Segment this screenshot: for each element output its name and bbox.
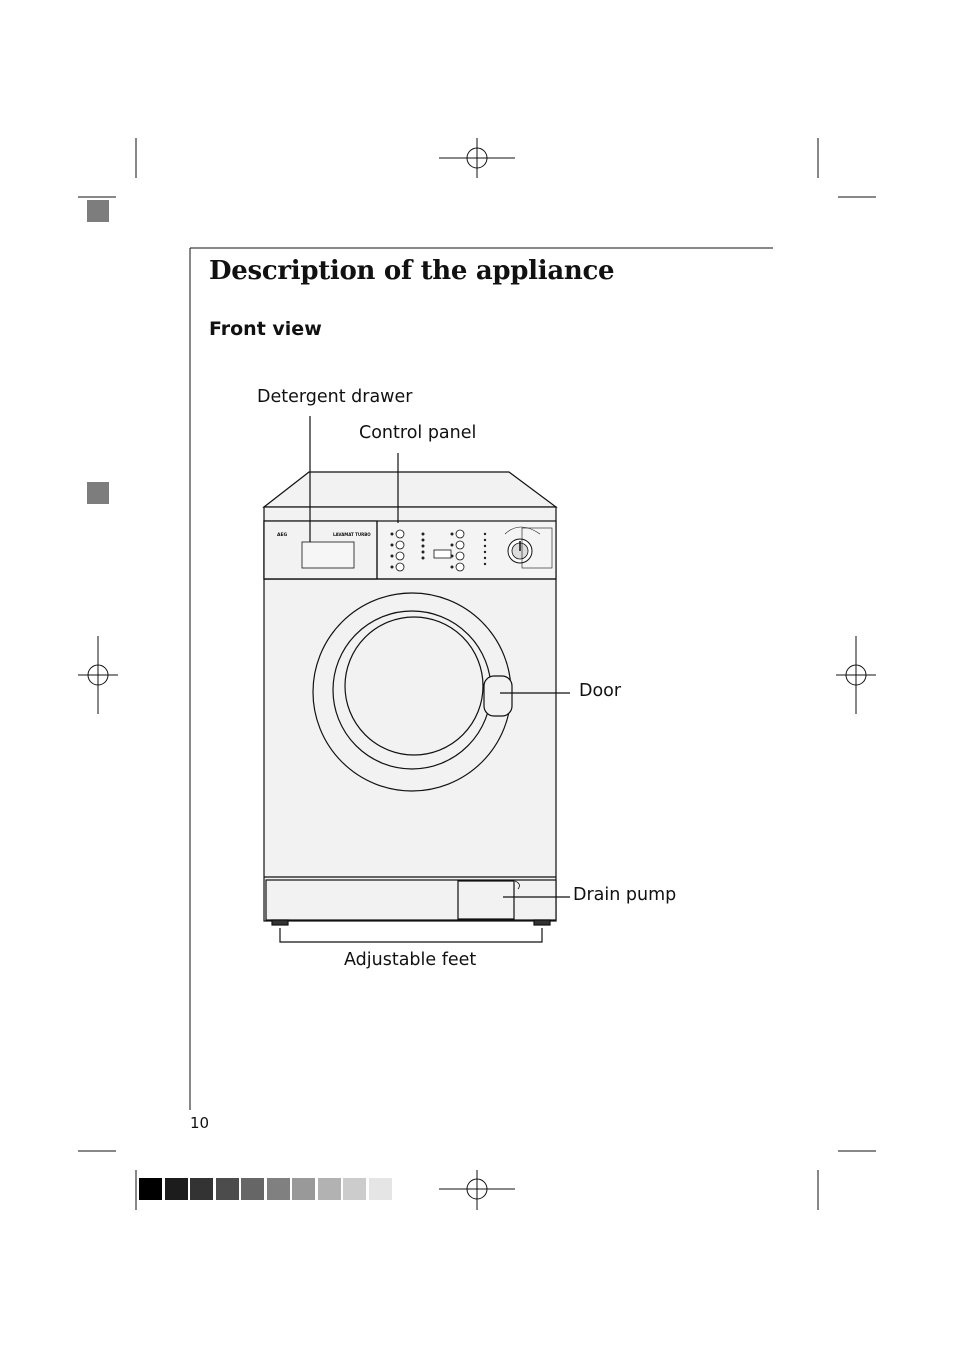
calibration-swatch <box>292 1178 315 1200</box>
detergent-drawer-label: Detergent drawer <box>257 387 413 407</box>
washing-machine-drawing <box>262 471 558 926</box>
page-title: Description of the appliance <box>209 256 615 286</box>
machine-top <box>262 471 558 508</box>
right-foot <box>533 919 551 926</box>
registration-mark-right <box>836 636 876 714</box>
page-number: 10 <box>190 1114 210 1132</box>
panel-model-text: LAVAMAT TURBO <box>333 532 371 537</box>
door-glass <box>344 616 484 756</box>
adjustable-feet-bracket <box>279 928 543 943</box>
calibration-swatch <box>317 1178 341 1200</box>
registration-mark-left <box>78 636 118 714</box>
crop-marks <box>78 138 876 1210</box>
detergent-drawer-handle <box>301 541 355 569</box>
registration-mark-bottom <box>439 1170 515 1210</box>
left-foot <box>271 919 289 926</box>
control-panel-label: Control panel <box>359 423 477 443</box>
door-label: Door <box>579 681 622 701</box>
drain-pump-cover <box>457 880 515 920</box>
calibration-swatch <box>266 1178 290 1200</box>
calibration-swatch <box>215 1178 239 1200</box>
registration-mark-top <box>439 138 515 178</box>
drain-pump-label: Drain pump <box>573 885 677 905</box>
calibration-swatch <box>164 1178 188 1200</box>
calibration-swatch <box>190 1178 213 1200</box>
calibration-swatch <box>368 1178 392 1200</box>
calibration-swatch <box>241 1178 264 1200</box>
door-handle <box>483 675 513 717</box>
side-tab-upper <box>87 200 109 222</box>
calibration-swatch <box>139 1178 162 1200</box>
panel-brand-text: AEG <box>277 532 288 538</box>
calibration-swatch <box>343 1178 366 1200</box>
side-tab-lower <box>87 482 109 504</box>
section-title: Front view <box>209 318 322 340</box>
adjustable-feet-label: Adjustable feet <box>344 950 477 970</box>
